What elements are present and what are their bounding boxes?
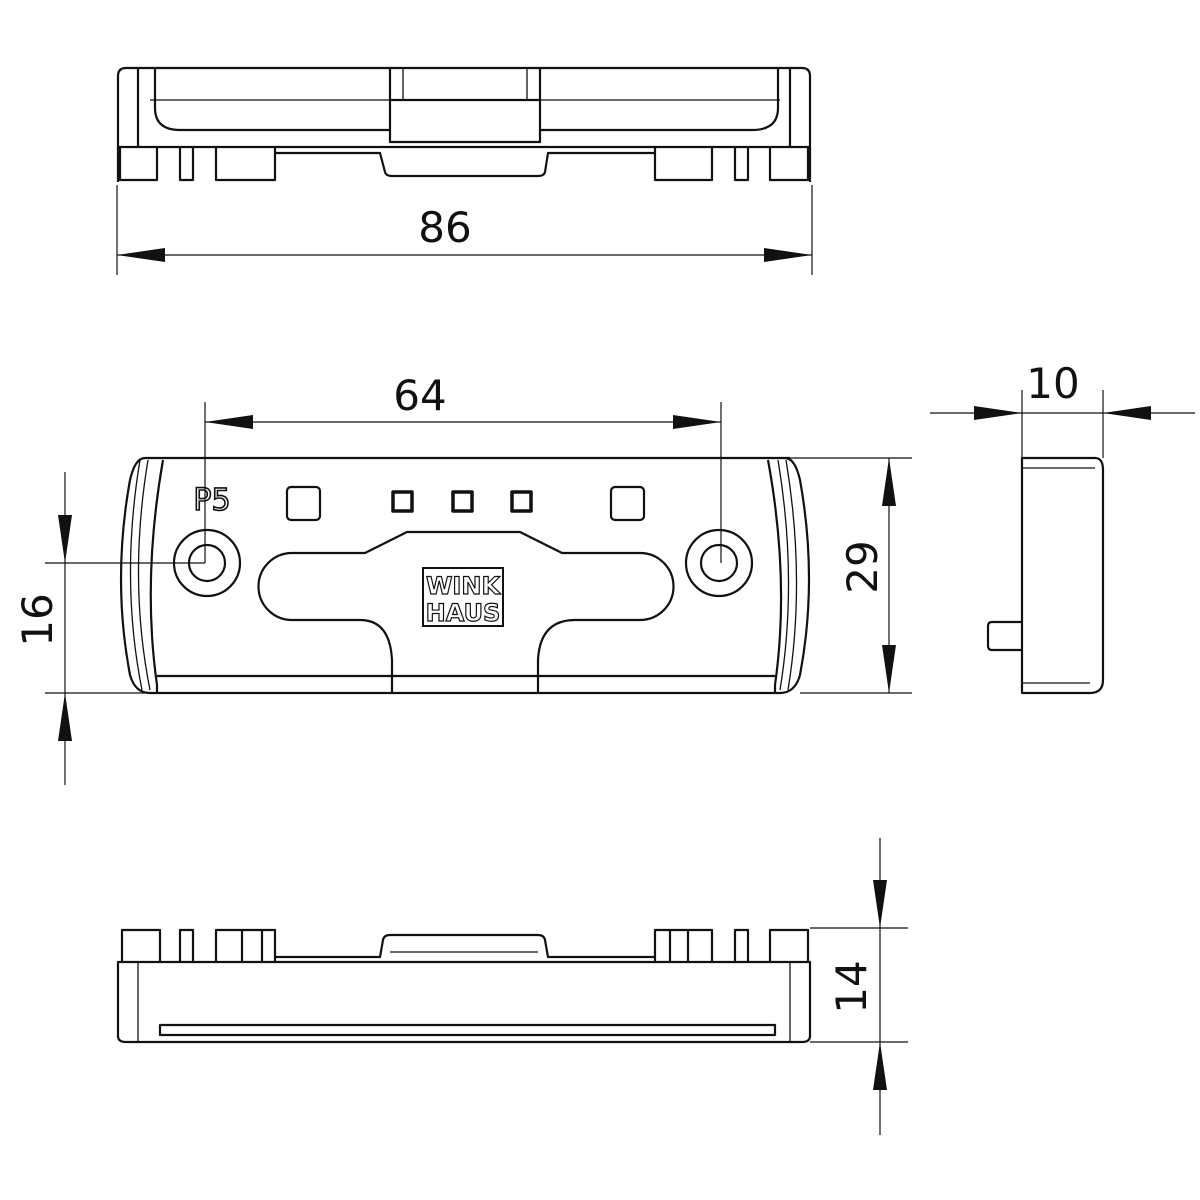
dimension-label-29: 29 bbox=[838, 540, 887, 593]
bottom-view bbox=[116, 928, 812, 1044]
dimension-overall-length: 86 bbox=[116, 185, 813, 275]
dimension-hole-offset: 16 bbox=[13, 472, 205, 785]
front-view: P5 WINK HAUS bbox=[119, 456, 811, 695]
dimension-label-10: 10 bbox=[1026, 359, 1079, 408]
dimension-label-86: 86 bbox=[418, 203, 471, 252]
dimension-label-14: 14 bbox=[827, 960, 876, 1013]
part-marking: P5 bbox=[193, 483, 230, 518]
logo-line-1: WINK bbox=[426, 572, 501, 600]
dimension-hole-spacing: 64 bbox=[204, 371, 722, 563]
dimension-label-64: 64 bbox=[393, 371, 446, 420]
top-view bbox=[116, 66, 812, 182]
logo-line-2: HAUS bbox=[426, 599, 501, 627]
dimension-depth: 10 bbox=[930, 359, 1195, 458]
side-view bbox=[986, 456, 1105, 695]
dimension-height: 29 bbox=[790, 457, 912, 694]
dimension-label-16: 16 bbox=[13, 593, 62, 646]
winkhaus-logo: WINK HAUS bbox=[422, 567, 504, 628]
dimension-thickness: 14 bbox=[810, 838, 908, 1135]
